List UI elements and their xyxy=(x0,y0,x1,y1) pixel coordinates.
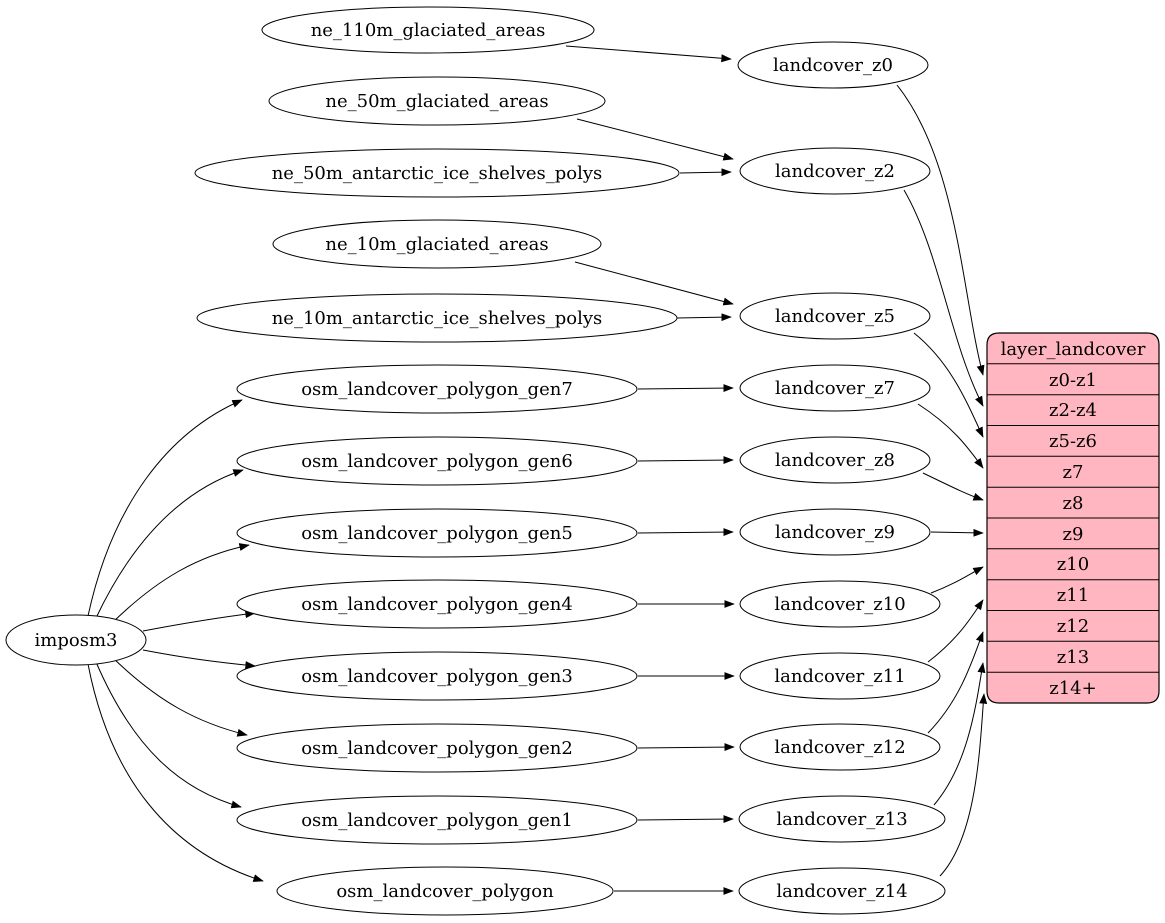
table-row-z10: z10 xyxy=(1057,554,1089,575)
node-landcover_z14-label: landcover_z14 xyxy=(776,881,907,902)
node-ne_50m_glaciated_areas: ne_50m_glaciated_areas xyxy=(268,76,606,126)
edge-landcover_z5-row-z5-z6 xyxy=(913,332,984,438)
table-row-z2-z4: z2-z4 xyxy=(1049,400,1097,421)
node-landcover_z10-label: landcover_z10 xyxy=(774,594,905,615)
edge-imposm3-osm_landcover_polygon xyxy=(87,663,264,882)
node-osm_landcover_polygon_gen4-label: osm_landcover_polygon_gen4 xyxy=(301,594,573,615)
node-landcover_z5-label: landcover_z5 xyxy=(775,306,895,327)
edge-ne_10m_antarctic_ice_shelves_polys-landcover_z5 xyxy=(676,313,732,322)
node-landcover_z12: landcover_z12 xyxy=(739,723,941,771)
node-landcover_z13-label: landcover_z13 xyxy=(776,809,907,830)
edge-imposm3-osm_landcover_polygon_gen7 xyxy=(87,399,243,617)
node-landcover_z8-label: landcover_z8 xyxy=(775,450,895,471)
node-osm_landcover_polygon_gen1: osm_landcover_polygon_gen1 xyxy=(236,795,638,845)
node-ne_110m_glaciated_areas-label: ne_110m_glaciated_areas xyxy=(311,20,546,41)
node-landcover_z9-label: landcover_z9 xyxy=(775,522,895,543)
node-ne_50m_antarctic_ice_shelves_polys: ne_50m_antarctic_ice_shelves_polys xyxy=(194,148,680,198)
node-ne_110m_glaciated_areas: ne_110m_glaciated_areas xyxy=(261,6,595,54)
node-osm_landcover_polygon_gen3: osm_landcover_polygon_gen3 xyxy=(236,651,638,701)
table-title: layer_landcover xyxy=(1001,339,1146,360)
edge-landcover_z11-row-z11 xyxy=(927,599,984,663)
node-landcover_z0: landcover_z0 xyxy=(737,41,929,89)
node-landcover_z7: landcover_z7 xyxy=(739,364,931,412)
edge-landcover_z9-row-z9 xyxy=(930,528,984,537)
node-osm_landcover_polygon_gen3-label: osm_landcover_polygon_gen3 xyxy=(301,666,573,687)
node-imposm3: imposm3 xyxy=(5,614,147,666)
edge-osm_landcover_polygon_gen2-landcover_z12 xyxy=(637,743,735,752)
node-landcover_z2: landcover_z2 xyxy=(739,147,931,195)
node-osm_landcover_polygon_gen7-label: osm_landcover_polygon_gen7 xyxy=(301,379,573,400)
edge-landcover_z10-row-z10 xyxy=(930,566,984,594)
edge-osm_landcover_polygon_gen1-landcover_z13 xyxy=(637,815,734,824)
node-landcover_z12-label: landcover_z12 xyxy=(774,737,905,758)
edge-ne_50m_glaciated_areas-landcover_z2 xyxy=(576,118,734,161)
node-ne_10m_antarctic_ice_shelves_polys-label: ne_10m_antarctic_ice_shelves_polys xyxy=(272,308,603,329)
node-osm_landcover_polygon-label: osm_landcover_polygon xyxy=(336,881,554,902)
node-osm_landcover_polygon_gen6-label: osm_landcover_polygon_gen6 xyxy=(301,451,573,472)
edge-imposm3-osm_landcover_polygon_gen1 xyxy=(95,661,242,809)
edge-ne_110m_glaciated_areas-landcover_z0 xyxy=(565,45,732,63)
node-landcover_z7-label: landcover_z7 xyxy=(775,378,895,399)
edge-landcover_z13-row-z13 xyxy=(933,662,986,806)
node-landcover_z11-label: landcover_z11 xyxy=(774,666,905,687)
edge-imposm3-osm_landcover_polygon_gen5 xyxy=(110,543,250,625)
edge-landcover_z2-row-z2-z4 xyxy=(903,189,984,407)
table-row-z11: z11 xyxy=(1057,585,1089,606)
node-osm_landcover_polygon: osm_landcover_polygon xyxy=(276,866,614,916)
node-ne_50m_glaciated_areas-label: ne_50m_glaciated_areas xyxy=(325,91,548,112)
table-row-z5-z6: z5-z6 xyxy=(1049,431,1097,452)
edge-landcover_z14-row-z14plus xyxy=(939,693,988,877)
node-ne_10m_glaciated_areas-label: ne_10m_glaciated_areas xyxy=(325,234,548,255)
table-row-z14plus: z14+ xyxy=(1049,678,1096,699)
edge-landcover_z0-row-z0-z1 xyxy=(896,84,985,376)
edge-imposm3-osm_landcover_polygon_gen4 xyxy=(142,610,256,632)
edge-layer xyxy=(87,45,988,895)
table-row-z8: z8 xyxy=(1063,493,1084,514)
edge-ne_10m_glaciated_areas-landcover_z5 xyxy=(574,261,734,306)
table-row-z13: z13 xyxy=(1057,647,1089,668)
edge-imposm3-osm_landcover_polygon_gen2 xyxy=(110,655,248,737)
node-landcover_z8: landcover_z8 xyxy=(739,436,931,484)
node-landcover_z14: landcover_z14 xyxy=(738,867,946,915)
table-row-z12: z12 xyxy=(1057,616,1089,637)
node-landcover_z0-label: landcover_z0 xyxy=(773,55,893,76)
node-osm_landcover_polygon_gen6: osm_landcover_polygon_gen6 xyxy=(236,436,638,486)
node-osm_landcover_polygon_gen4: osm_landcover_polygon_gen4 xyxy=(236,579,638,629)
node-landcover_z10: landcover_z10 xyxy=(739,580,941,628)
node-osm_landcover_polygon_gen2: osm_landcover_polygon_gen2 xyxy=(236,723,638,773)
layer-landcover-table: layer_landcover z0-z1 z2-z4 z5-z6 z7 z8 … xyxy=(986,332,1160,704)
edge-ne_50m_antarctic_ice_shelves_polys-landcover_z2 xyxy=(679,168,732,177)
edge-landcover_z8-row-z8 xyxy=(922,472,984,501)
edge-osm_landcover_polygon_gen6-landcover_z8 xyxy=(637,456,734,465)
edge-osm_landcover_polygon_gen7-landcover_z7 xyxy=(637,384,734,393)
node-landcover_z9: landcover_z9 xyxy=(739,508,931,556)
edge-landcover_z12-row-z12 xyxy=(927,631,984,734)
table-row-z7: z7 xyxy=(1063,462,1084,483)
node-landcover_z2-label: landcover_z2 xyxy=(775,161,895,182)
node-ne_10m_antarctic_ice_shelves_polys: ne_10m_antarctic_ice_shelves_polys xyxy=(196,293,678,343)
edge-imposm3-osm_landcover_polygon_gen6 xyxy=(95,469,244,619)
node-landcover_z5: landcover_z5 xyxy=(739,292,931,340)
node-ne_50m_antarctic_ice_shelves_polys-label: ne_50m_antarctic_ice_shelves_polys xyxy=(272,163,603,184)
node-osm_landcover_polygon_gen5: osm_landcover_polygon_gen5 xyxy=(236,508,638,558)
node-imposm3-label: imposm3 xyxy=(35,630,118,651)
table-row-z9: z9 xyxy=(1063,524,1084,545)
node-landcover_z11: landcover_z11 xyxy=(739,652,941,700)
edge-osm_landcover_polygon_gen5-landcover_z9 xyxy=(637,528,734,537)
edge-landcover_z7-row-z7 xyxy=(917,403,984,469)
node-osm_landcover_polygon_gen1-label: osm_landcover_polygon_gen1 xyxy=(301,810,573,831)
node-osm_landcover_polygon_gen2-label: osm_landcover_polygon_gen2 xyxy=(301,738,573,759)
table-row-z0-z1: z0-z1 xyxy=(1049,370,1097,391)
node-osm_landcover_polygon_gen5-label: osm_landcover_polygon_gen5 xyxy=(301,523,573,544)
node-ne_10m_glaciated_areas: ne_10m_glaciated_areas xyxy=(272,219,602,269)
node-osm_landcover_polygon_gen7: osm_landcover_polygon_gen7 xyxy=(236,364,638,414)
edge-imposm3-osm_landcover_polygon_gen3 xyxy=(142,649,256,670)
node-landcover_z13: landcover_z13 xyxy=(738,795,946,843)
